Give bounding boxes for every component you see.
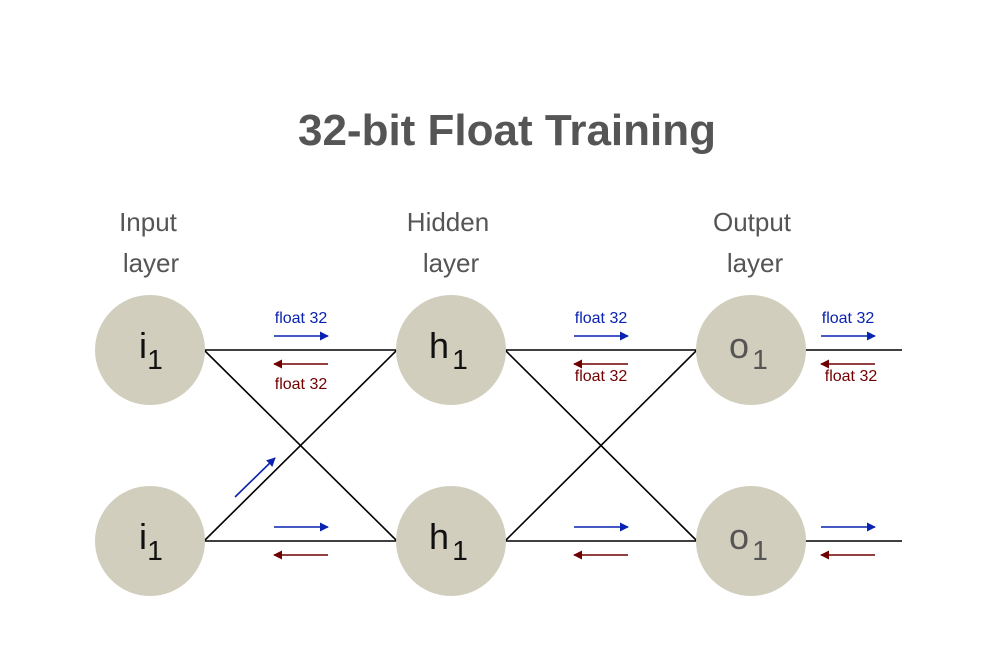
backward-label-bwd-out-top: float 32 — [825, 368, 878, 385]
backward-label-bwd-in-hid-top: float 32 — [275, 376, 328, 393]
layer-label-hidden-line-1: Hidden — [407, 207, 489, 237]
connection-hidden-bottom-to-output-top — [504, 349, 698, 542]
node-circle — [95, 295, 205, 405]
node-symbol: o — [729, 516, 749, 557]
forward-label-fwd-hid-out-top: float 32 — [575, 310, 628, 327]
node-symbol: h — [429, 516, 449, 557]
node-symbol: i — [139, 516, 147, 557]
node-symbol: h — [429, 325, 449, 366]
layer-label-output-line-2: layer — [727, 248, 784, 278]
signal-arrows: float 32 float 32 float 32 float 32 float 32… — [234, 310, 878, 560]
layer-label-input-line-1: Input — [119, 207, 178, 237]
node-subscript: 1 — [452, 535, 468, 566]
node-subscript: 1 — [147, 535, 163, 566]
forward-label-fwd-out-top: float 32 — [822, 310, 875, 327]
node-circle — [95, 486, 205, 596]
layer-label-hidden-line-2: layer — [423, 248, 480, 278]
node-symbol: i — [139, 325, 147, 366]
connections — [203, 349, 902, 542]
node-circle — [696, 486, 806, 596]
layer-label-input-line-2: layer — [123, 248, 180, 278]
connection-input-bottom-to-hidden-top — [203, 349, 398, 542]
forward-label-fwd-in-hid-top: float 32 — [275, 310, 328, 327]
diagram-title: 32-bit Float Training — [298, 106, 716, 155]
node-circle — [396, 295, 506, 405]
node-subscript: 1 — [752, 535, 768, 566]
layer-label-output-line-1: Output — [713, 207, 792, 237]
node-subscript: 1 — [147, 344, 163, 375]
node-circle — [396, 486, 506, 596]
node-subscript: 1 — [452, 344, 468, 375]
node-symbol: o — [729, 325, 749, 366]
node-subscript: 1 — [752, 344, 768, 375]
node-circle — [696, 295, 806, 405]
forward-arrow-fwd-diag — [234, 457, 276, 498]
backward-label-bwd-hid-out-top: float 32 — [575, 368, 628, 385]
layer-labels: Input layer Hidden layer Output layer — [119, 207, 792, 278]
